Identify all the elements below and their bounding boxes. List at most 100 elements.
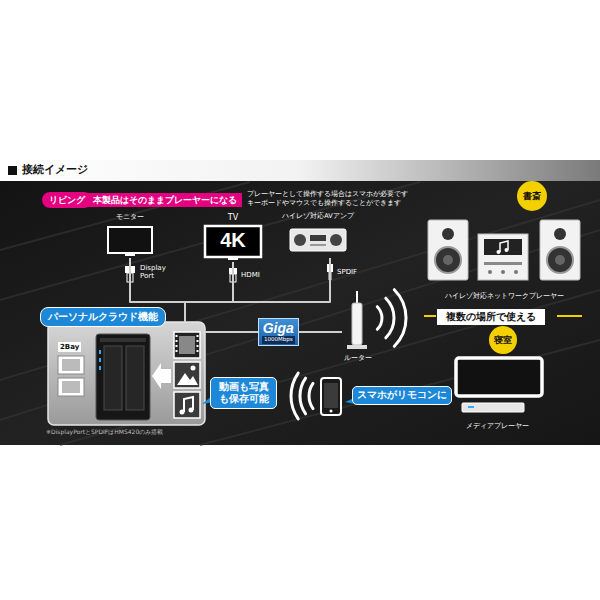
wifi-waves (377, 290, 406, 347)
stereo-icon (547, 247, 573, 273)
amp-icon (290, 229, 346, 251)
header-band (8, 166, 17, 175)
nas-device (99, 350, 101, 354)
film-icon (176, 350, 178, 352)
wifi-waves (394, 290, 406, 347)
amp-icon (330, 234, 342, 246)
nas-device (99, 366, 101, 370)
film-icon (176, 340, 178, 342)
texture-streak (200, 340, 600, 445)
background-panel (0, 160, 600, 445)
wifi-waves (309, 383, 313, 408)
nas-panel (48, 322, 205, 425)
nas-device (99, 358, 101, 362)
nas-device (126, 346, 144, 410)
wifi-waves (300, 378, 306, 414)
node-text: ハイレゾ対応ネットワークプレーヤー (445, 292, 564, 300)
node-text: 寝室 (494, 335, 512, 345)
photo-icon (174, 362, 200, 388)
speed-badge: Giga1000Mbps (258, 318, 299, 346)
node-text: 本製品はそのままプレーヤーになる (93, 195, 237, 205)
amp-icon (290, 229, 346, 251)
node-text: パーソナルクラウド機能 (40, 307, 166, 327)
tv-icon (205, 226, 261, 257)
speech-bubble: 動画も写真も保存可能 (210, 377, 277, 409)
wifi-waves (386, 298, 394, 338)
speech-bubble: スマホがリモコンに (352, 386, 452, 405)
stereo-icon (484, 262, 522, 265)
wifi-waves (377, 307, 382, 330)
tv-icon (228, 257, 238, 260)
port-label: SPDIF (337, 268, 357, 276)
device-node: TV4K (203, 213, 263, 262)
node-text: メディアプレーヤー (466, 422, 529, 430)
film-icon (179, 336, 195, 354)
section-title: 接続イメージ (22, 163, 88, 176)
media-player-icon (462, 403, 524, 412)
disk-icon (62, 381, 80, 393)
port-label: Display Port (140, 264, 174, 280)
stereo-icon (505, 248, 509, 252)
disk-icon (62, 359, 80, 371)
media-player-icon (456, 358, 542, 412)
photo-icon (177, 373, 198, 385)
yellow-rule (424, 315, 436, 317)
film-icon (176, 335, 178, 337)
stereo-icon (442, 228, 454, 240)
wifi-waves (291, 373, 313, 419)
stereo-icon (514, 270, 518, 274)
phone-icon (330, 410, 333, 413)
note-text: プレーヤーとして操作する場合はスマホが必要です (247, 191, 408, 198)
stereo-icon (501, 270, 505, 274)
router-icon (352, 303, 362, 345)
node-text: スマホがリモコンに (357, 390, 447, 401)
monitor-icon (108, 227, 152, 253)
room-badge: リビング (42, 192, 92, 208)
monitor-icon (125, 253, 135, 256)
room-badge: 書斎 (517, 181, 547, 211)
node-text: モニター (116, 213, 144, 221)
node-text: リビング (49, 195, 85, 205)
disk-icon (58, 378, 84, 396)
device-node: ハイレゾ対応AVアンプ (280, 213, 356, 258)
node-text: 書斎 (523, 191, 541, 201)
cable-line (299, 331, 342, 333)
yellow-rule (557, 315, 582, 317)
monitor-icon (108, 227, 152, 256)
node-text: 動画も写真も保存可能 (215, 381, 272, 405)
router-icon (356, 291, 358, 303)
node-text: TV (228, 213, 238, 222)
film-icon (197, 340, 199, 342)
amp-icon (310, 244, 326, 246)
stereo-icon (500, 241, 508, 252)
router-icon (347, 291, 367, 349)
header-band (0, 160, 600, 181)
stereo-icon (435, 247, 461, 273)
note-text: キーボードやマウスでも操作することができます (247, 200, 401, 207)
disk-icon (58, 356, 84, 374)
film-icon (174, 332, 200, 358)
cable-line (205, 331, 258, 333)
stereo-icon (428, 220, 468, 280)
footnote: ※DisplayPortとSPDIFはHMS420のみ搭載 (46, 429, 163, 436)
texture-streak (0, 182, 600, 445)
photo-icon (174, 362, 200, 388)
header-band (0, 160, 600, 181)
music-icon (180, 410, 185, 415)
media-player-icon (456, 358, 542, 396)
node-text: 2Bay (60, 343, 79, 351)
stereo-icon (497, 250, 501, 254)
location-banner: 複数の場所で使える (437, 309, 545, 325)
stereo-icon (478, 234, 528, 280)
feature-banner: 本製品はそのままプレーヤーになる (88, 193, 242, 207)
nas-device (104, 346, 122, 410)
background-panel (0, 160, 600, 445)
cable-line (185, 262, 233, 322)
stereo-icon (443, 255, 453, 265)
phone-icon (324, 383, 338, 408)
node-text: ハイレゾ対応AVアンプ (282, 213, 353, 220)
device-node: ルーター (342, 290, 374, 362)
arrow-shape (152, 363, 171, 389)
